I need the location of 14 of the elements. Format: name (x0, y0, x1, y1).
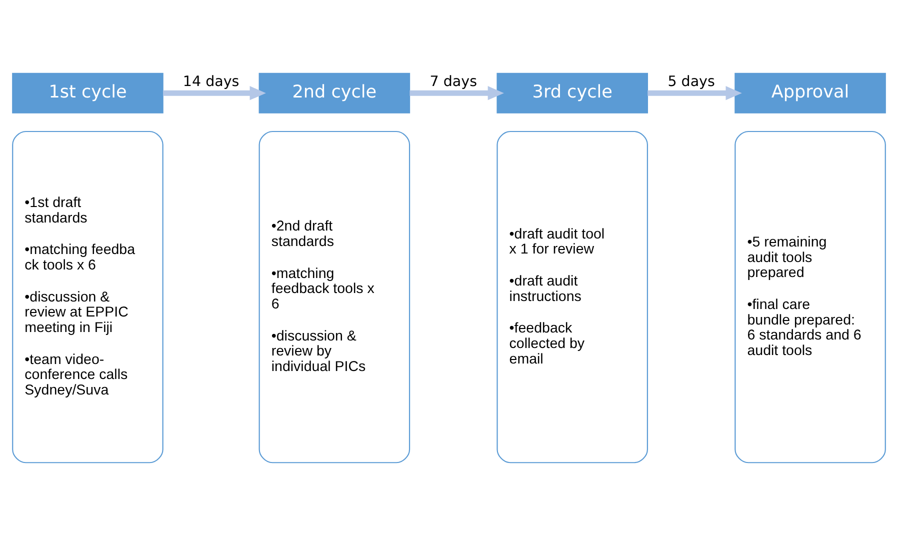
edge-label: 7 days (430, 74, 478, 90)
node-box: Approval (734, 72, 886, 114)
node-box: •draft audit tool x 1 for review •draft audit instructions •feedback collected by email (496, 130, 648, 464)
node-box: 1st cycle (12, 72, 164, 114)
arrow (410, 86, 504, 100)
node-box: 2nd cycle (258, 72, 410, 114)
node-box: •1st draft standards •matching feedba ck tools x 6 •discussion & review at EPPIC meeting in Fiji •team video-conference calls Sydney/Suva (12, 130, 164, 464)
arrow (163, 86, 266, 100)
node-box: •5 remaining audit tools prepared •final care bundle prepared: 6 standards and 6 audit tools (734, 130, 886, 464)
edge-label: 14 days (182, 74, 240, 90)
edge-label: 5 days (668, 74, 715, 90)
arrow (648, 86, 742, 100)
node-box: 3rd cycle (496, 72, 648, 114)
node-box: •2nd draft standards •matching feedback tools x 6 •discussion & review by individual PICs (258, 130, 410, 464)
